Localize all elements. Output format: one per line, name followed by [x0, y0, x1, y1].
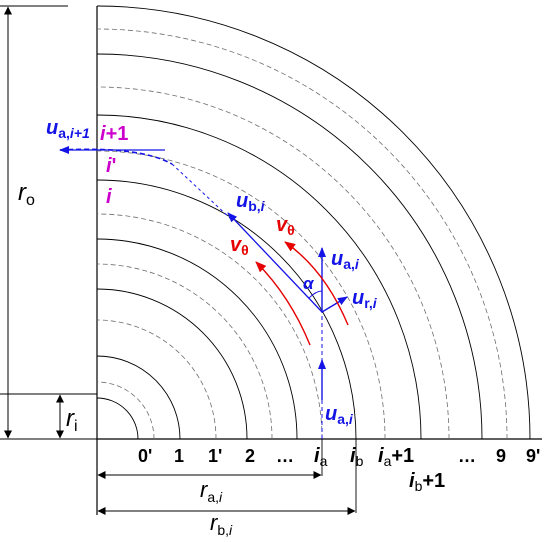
ring-10	[96, 114, 422, 440]
tick-label-9-prime: 9'	[526, 446, 540, 466]
u-r-i-arrow	[321, 296, 348, 313]
ring-13	[96, 28, 508, 440]
ring-5	[96, 263, 273, 440]
ring-8	[96, 179, 357, 440]
ring-7	[96, 213, 323, 440]
labels: ro ri i+1 i' i ua,i+1 ub,i ua,i ur,i ua,…	[18, 117, 540, 538]
alpha-angle-arc	[308, 290, 323, 299]
ring-3	[96, 319, 217, 440]
ring-11	[96, 86, 450, 440]
ro-label: ro	[18, 179, 35, 209]
tick-label-2: 2	[245, 446, 255, 466]
ring-1	[96, 381, 155, 440]
ri-label: ri	[66, 405, 78, 435]
ring-0	[96, 397, 139, 440]
ring-label-i-prime: i'	[106, 155, 116, 177]
velocity-geometry	[59, 146, 348, 439]
u-a-ip1-label: ua,i+1	[46, 117, 90, 141]
tick-label-1: 1	[174, 446, 184, 466]
ring-9	[96, 150, 386, 440]
tick-label-9: 9	[496, 446, 506, 466]
tick-label-ib: ib	[350, 445, 364, 469]
ring-label-i: i	[106, 186, 112, 208]
ring-2	[96, 355, 181, 440]
dashed-tangent-line	[171, 163, 233, 221]
tick-label-ia: ia	[314, 445, 328, 469]
ring-6	[96, 238, 298, 440]
u-b-i-arrow	[227, 212, 323, 313]
v-theta-arc-inner	[255, 261, 311, 346]
ring-label-i-plus-1: i+1	[100, 123, 128, 145]
ring-12	[96, 53, 483, 440]
v-theta-arcs	[255, 241, 349, 346]
tick-label-ellipsis-2: …	[458, 446, 476, 466]
tick-lines	[321, 439, 357, 513]
u-r-i-label: ur,i	[352, 287, 378, 311]
left-dimension	[0, 5, 97, 440]
bottom-dimension	[97, 471, 356, 515]
u-a-i-top-label: ua,i	[331, 248, 360, 272]
tick-label-1-prime: 1'	[208, 446, 222, 466]
tick-label-ia-plus-1: ia+1	[378, 445, 414, 469]
ring-14	[96, 5, 531, 440]
rb-label: rb,i	[210, 510, 233, 537]
u-b-i-label: ub,i	[236, 190, 266, 214]
alpha-label: α	[303, 274, 315, 293]
v-theta-label-1: vθ	[230, 234, 249, 258]
tick-label-ellipsis-1: …	[276, 446, 294, 466]
v-theta-arc-outer	[284, 241, 349, 326]
tick-label-0-prime: 0'	[138, 446, 152, 466]
v-theta-label-2: vθ	[276, 214, 295, 238]
concentric-rings	[96, 5, 531, 440]
axes	[96, 6, 542, 515]
ring-4	[96, 288, 248, 440]
tick-label-ib-plus-1: ib+1	[409, 470, 445, 494]
u-a-i-bottom-label: ua,i	[325, 403, 354, 427]
ra-label: ra,i	[200, 477, 223, 505]
